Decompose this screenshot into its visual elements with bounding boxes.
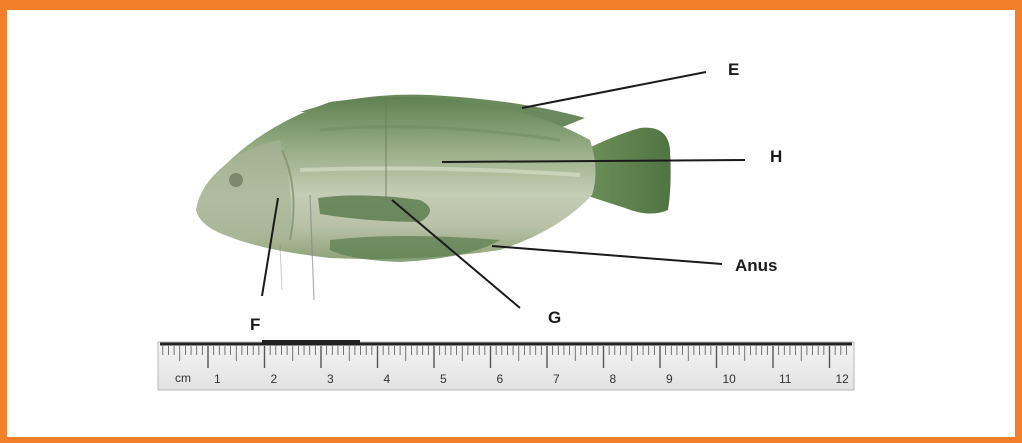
ruler-number: 5 (440, 372, 447, 386)
tail-fin (585, 128, 671, 214)
ruler: cm 123456789101112 (158, 340, 854, 390)
ruler-number: 10 (723, 372, 737, 386)
ruler-number: 7 (553, 372, 560, 386)
ruler-number: 2 (271, 372, 278, 386)
ruler-unit: cm (175, 371, 191, 385)
ruler-number: 1 (214, 372, 221, 386)
ruler-number: 11 (779, 372, 792, 386)
pointer-e (522, 72, 706, 108)
ruler-number: 6 (497, 372, 504, 386)
label-g: G (548, 308, 561, 327)
label-f: F (250, 315, 260, 334)
label-h: H (770, 147, 782, 166)
ruler-number: 12 (836, 372, 850, 386)
ruler-number: 9 (666, 372, 673, 386)
ruler-number: 8 (610, 372, 617, 386)
ruler-number: 4 (384, 372, 391, 386)
fish-head (196, 140, 291, 240)
label-anus: Anus (735, 256, 778, 275)
pointer-anus (492, 246, 722, 264)
ruler-number: 3 (327, 372, 334, 386)
label-e: E (728, 60, 739, 79)
ruler-body (158, 342, 854, 390)
fish-eye (229, 173, 243, 187)
